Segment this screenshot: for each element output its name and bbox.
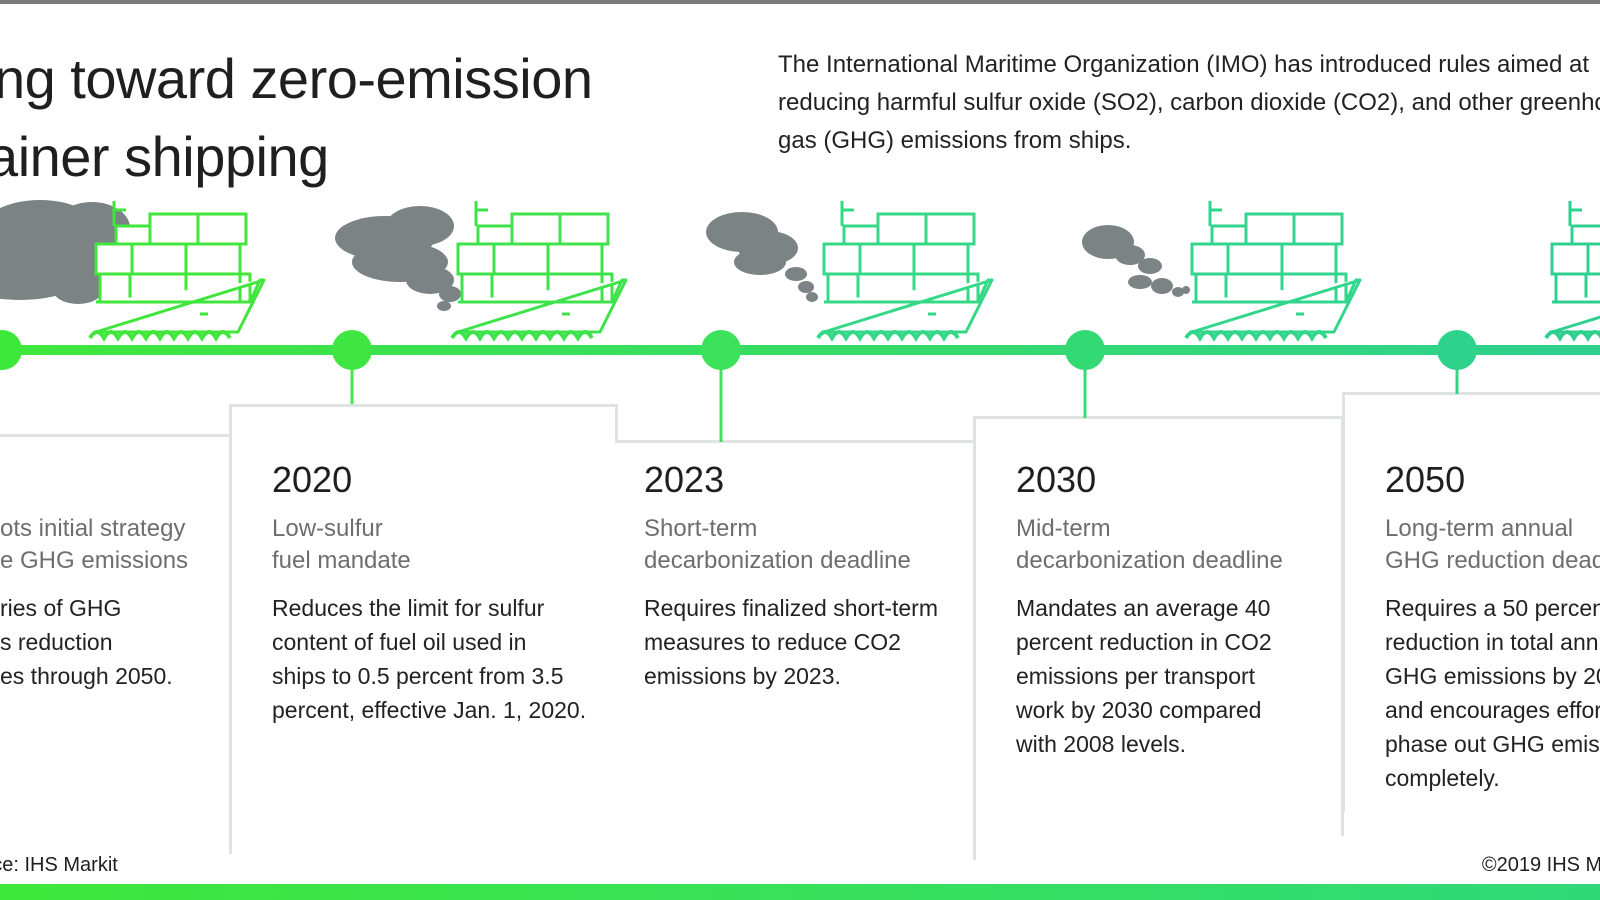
title-line-2: tainer shipping [0, 125, 329, 188]
milestone-card-2020: 2020 Low-sulfur fuel mandate Reduces the… [229, 404, 618, 824]
milestone-card-2023: 2023 Short-term decarbonization deadline… [615, 440, 976, 860]
milestone-body: Requires finalized short-term measures t… [644, 595, 939, 689]
milestone-body: Requires a 50 percent reduction in total… [1385, 595, 1600, 791]
milestone-subtitle: Low-sulfur fuel mandate [272, 515, 411, 574]
milestone-subtitle: Long-term annual GHG reduction deadline [1385, 515, 1600, 574]
timeline-node-icon [1065, 330, 1105, 370]
smoke-cloud-icon [1082, 225, 1190, 297]
container-ship-icon [816, 199, 994, 340]
intro-line-1: The International Maritime Organization … [778, 51, 1590, 78]
timeline-line [0, 345, 1600, 355]
milestone-body: Reduces the limit for sulfur content of … [272, 595, 587, 723]
page-title: ing toward zero-emission tainer shipping [0, 40, 593, 196]
milestone-subtitle: Mid-term decarbonization deadline [1016, 515, 1283, 574]
milestone-year: 2050 [1385, 459, 1466, 500]
source-note: Source: IHS Markit [0, 854, 118, 876]
milestone-body: Mandates an average 40 percent reduction… [1016, 595, 1272, 757]
top-rule [0, 0, 1600, 4]
bottom-gradient-bar [0, 884, 1600, 900]
container-ship-icon [1184, 199, 1362, 340]
intro-line-3: gas (GHG) emissions from ships. [778, 127, 1132, 154]
copyright-note: ©2019 IHS Markit [1481, 854, 1600, 876]
intro-text: The International Maritime Organization … [778, 46, 1600, 160]
milestone-body: ries of GHG s reduction es through 2050. [0, 595, 173, 689]
timeline-node-icon [332, 330, 372, 370]
milestone-subtitle: Short-term decarbonization deadline [644, 515, 911, 574]
milestone-card-2030: 2030 Mid-term decarbonization deadline M… [973, 416, 1344, 836]
milestone-year: 2020 [272, 459, 353, 500]
smoke-cloud-icon [335, 206, 461, 311]
timeline-node-icon [701, 330, 741, 370]
container-ship-icon [1544, 199, 1600, 340]
milestone-card-2050: 2050 Long-term annual GHG reduction dead… [1342, 392, 1600, 812]
container-ship-icon [450, 199, 628, 340]
smoke-cloud-icon [706, 212, 818, 302]
intro-line-2: reducing harmful sulfur oxide (SO2), car… [778, 89, 1600, 116]
title-line-1: ing toward zero-emission [0, 47, 593, 110]
milestone-subtitle: ots initial strategy e GHG emissions [0, 515, 189, 574]
milestone-card-strategy: ots initial strategy e GHG emissions rie… [0, 434, 232, 854]
milestone-year: 2023 [644, 459, 725, 500]
milestone-year: 2030 [1016, 459, 1097, 500]
timeline-node-icon [1437, 330, 1477, 370]
timeline-node-icon [0, 330, 22, 370]
